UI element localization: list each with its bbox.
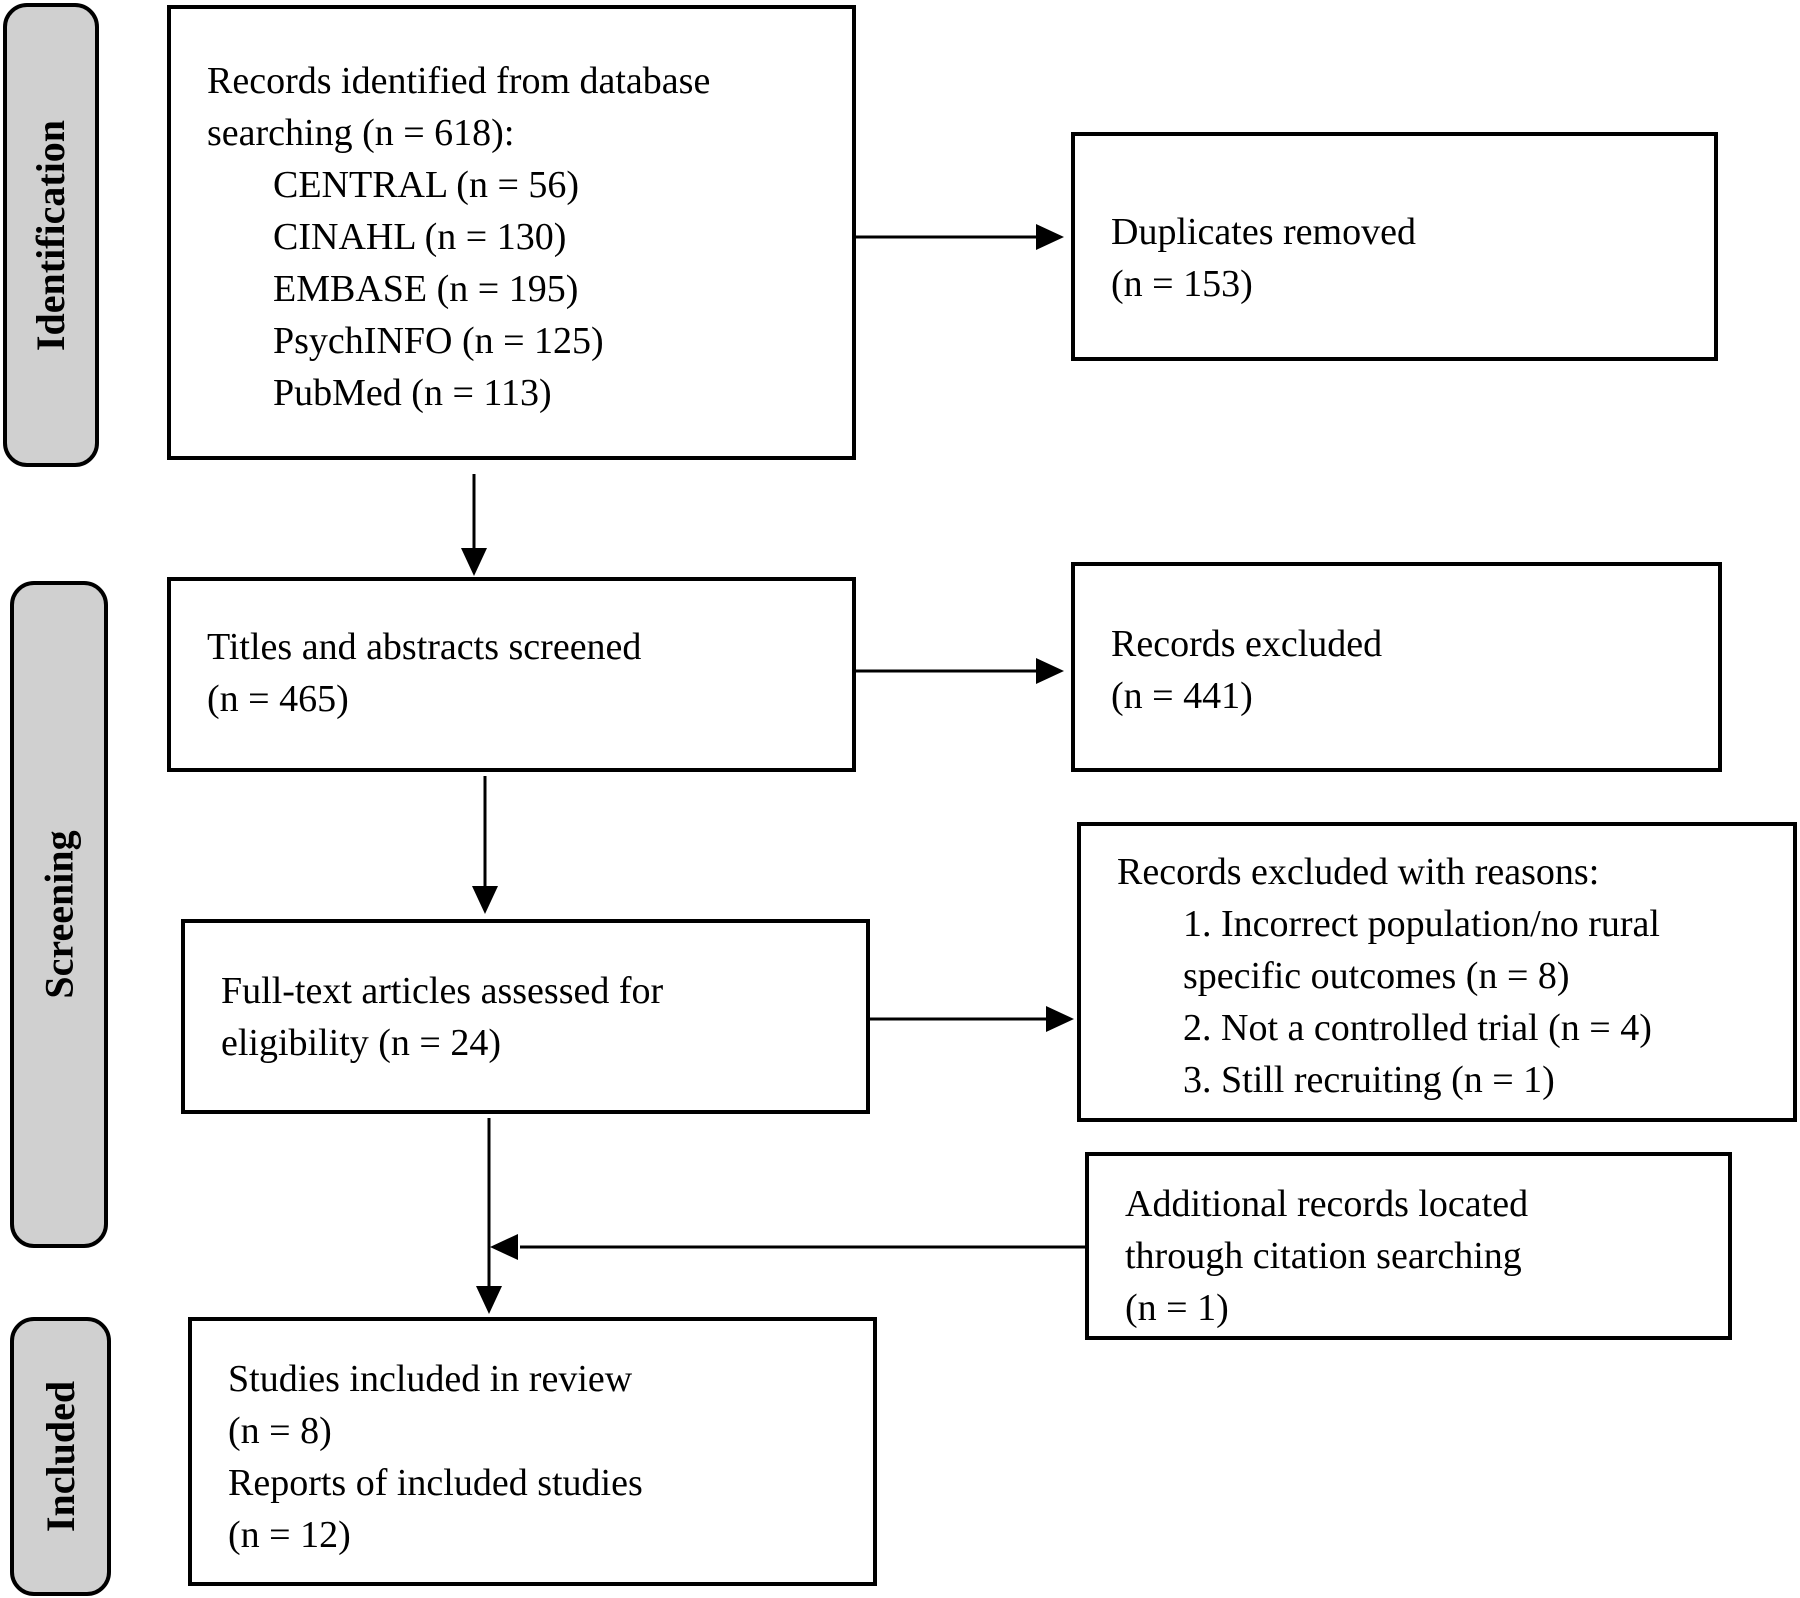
duplicates-line-2: (n = 153) (1111, 263, 1253, 305)
source-central: CENTRAL (n = 56) (273, 164, 580, 206)
reason-1-line-2: specific outcomes (n = 8) (1183, 955, 1570, 997)
source-pubmed: PubMed (n = 113) (273, 372, 552, 414)
included-line-2: (n = 8) (228, 1410, 332, 1452)
reason-2: 2. Not a controlled trial (n = 4) (1183, 1007, 1652, 1049)
screened-line-1: Titles and abstracts screened (207, 626, 642, 668)
arrowhead-reasons (1046, 1006, 1074, 1032)
reasons-heading: Records excluded with reasons: (1117, 851, 1600, 893)
excluded-line-2: (n = 441) (1111, 675, 1253, 717)
identified-line-2: searching (n = 618): (207, 112, 515, 154)
identified-line-1: Records identified from database (207, 60, 711, 102)
phase-included: Included (10, 1317, 111, 1596)
source-psychinfo: PsychINFO (n = 125) (273, 320, 604, 362)
fulltext-line-2: eligibility (n = 24) (221, 1022, 502, 1064)
screened-line-2: (n = 465) (207, 678, 349, 720)
phase-screening: Screening (10, 581, 108, 1248)
included-line-3: Reports of included studies (228, 1462, 643, 1504)
additional-line-1: Additional records located (1125, 1183, 1529, 1225)
arrowhead-duplicates (1036, 224, 1064, 250)
arrowhead-screened (461, 548, 487, 576)
arrowhead-additional (490, 1234, 518, 1260)
exclusion-reasons-box: Records excluded with reasons: 1. Incorr… (1077, 822, 1797, 1122)
reason-1-line-1: 1. Incorrect population/no rural (1183, 903, 1660, 945)
arrowhead-excluded (1036, 658, 1064, 684)
included-line-4: (n = 12) (228, 1514, 351, 1556)
phase-identification: Identification (3, 3, 99, 467)
additional-line-3: (n = 1) (1125, 1287, 1229, 1329)
reason-3: 3. Still recruiting (n = 1) (1183, 1059, 1555, 1101)
records-identified-box: Records identified from database searchi… (167, 5, 856, 460)
included-line-1: Studies included in review (228, 1358, 633, 1400)
fulltext-assessed-box: Full-text articles assessed for eligibil… (181, 919, 870, 1114)
arrowhead-included (476, 1286, 502, 1314)
fulltext-line-1: Full-text articles assessed for (221, 970, 664, 1012)
additional-line-2: through citation searching (1125, 1235, 1522, 1277)
arrowhead-fulltext (472, 886, 498, 914)
source-embase: EMBASE (n = 195) (273, 268, 579, 310)
studies-included-box: Studies included in review (n = 8) Repor… (188, 1317, 877, 1586)
excluded-line-1: Records excluded (1111, 623, 1383, 665)
titles-screened-box: Titles and abstracts screened (n = 465) (167, 577, 856, 772)
additional-records-box: Additional records located through citat… (1085, 1152, 1732, 1340)
source-cinahl: CINAHL (n = 130) (273, 216, 567, 258)
duplicates-removed-box: Duplicates removed (n = 153) (1071, 132, 1718, 361)
duplicates-line-1: Duplicates removed (1111, 211, 1416, 253)
records-excluded-box: Records excluded (n = 441) (1071, 562, 1722, 772)
